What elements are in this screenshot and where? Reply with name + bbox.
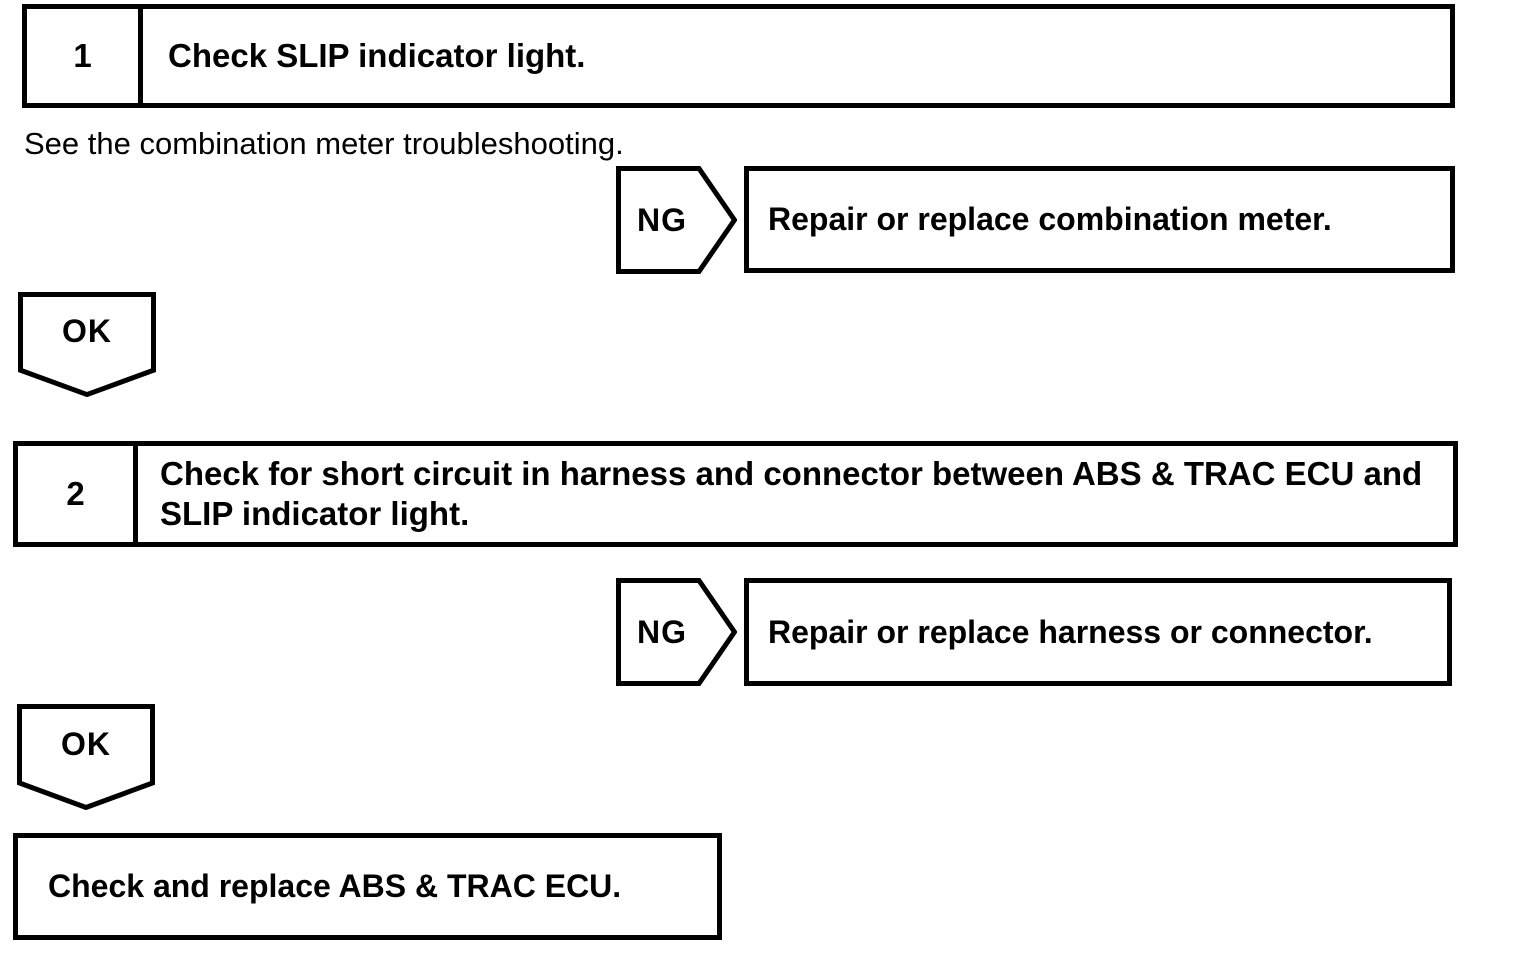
step-1-note: See the combination meter troubleshootin… — [24, 126, 624, 161]
step-2-number: 2 — [18, 446, 138, 542]
ng-arrow-icon — [616, 578, 737, 686]
ok-label: OK — [61, 725, 111, 762]
step-number-text: 1 — [73, 37, 92, 74]
final-action-box: Check and replace ABS & TRAC ECU. — [13, 833, 722, 940]
step-1-number: 1 — [27, 9, 143, 103]
final-action-text: Check and replace ABS & TRAC ECU. — [48, 868, 622, 904]
ng-arrow-icon — [616, 166, 737, 274]
step-2-title: Check for short circuit in harness and c… — [138, 446, 1453, 542]
ng-connector-1: NG — [616, 166, 737, 274]
ng-result-1-box: Repair or replace combination meter. — [744, 166, 1455, 273]
ng-label: NG — [637, 613, 687, 650]
ng-result-1-text: Repair or replace combination meter. — [768, 201, 1332, 237]
step-1-title: Check SLIP indicator light. — [143, 9, 1450, 103]
ok-connector-2: OK — [17, 704, 155, 810]
step-2-box: 2 Check for short circuit in harness and… — [13, 441, 1458, 547]
ng-label: NG — [637, 201, 687, 238]
step-1-box: 1 Check SLIP indicator light. — [22, 4, 1455, 108]
ng-connector-2: NG — [616, 578, 737, 686]
step-title-text: Check for short circuit in harness and c… — [160, 455, 1423, 532]
ok-connector-1: OK — [18, 292, 156, 397]
ng-result-2-box: Repair or replace harness or connector. — [744, 578, 1452, 686]
step-title-text: Check SLIP indicator light. — [168, 37, 586, 75]
ng-result-2-text: Repair or replace harness or connector. — [768, 613, 1373, 650]
ok-arrow-icon — [18, 292, 156, 397]
ok-arrow-icon — [17, 704, 155, 810]
step-number-text: 2 — [66, 475, 85, 512]
ok-label: OK — [62, 313, 112, 350]
